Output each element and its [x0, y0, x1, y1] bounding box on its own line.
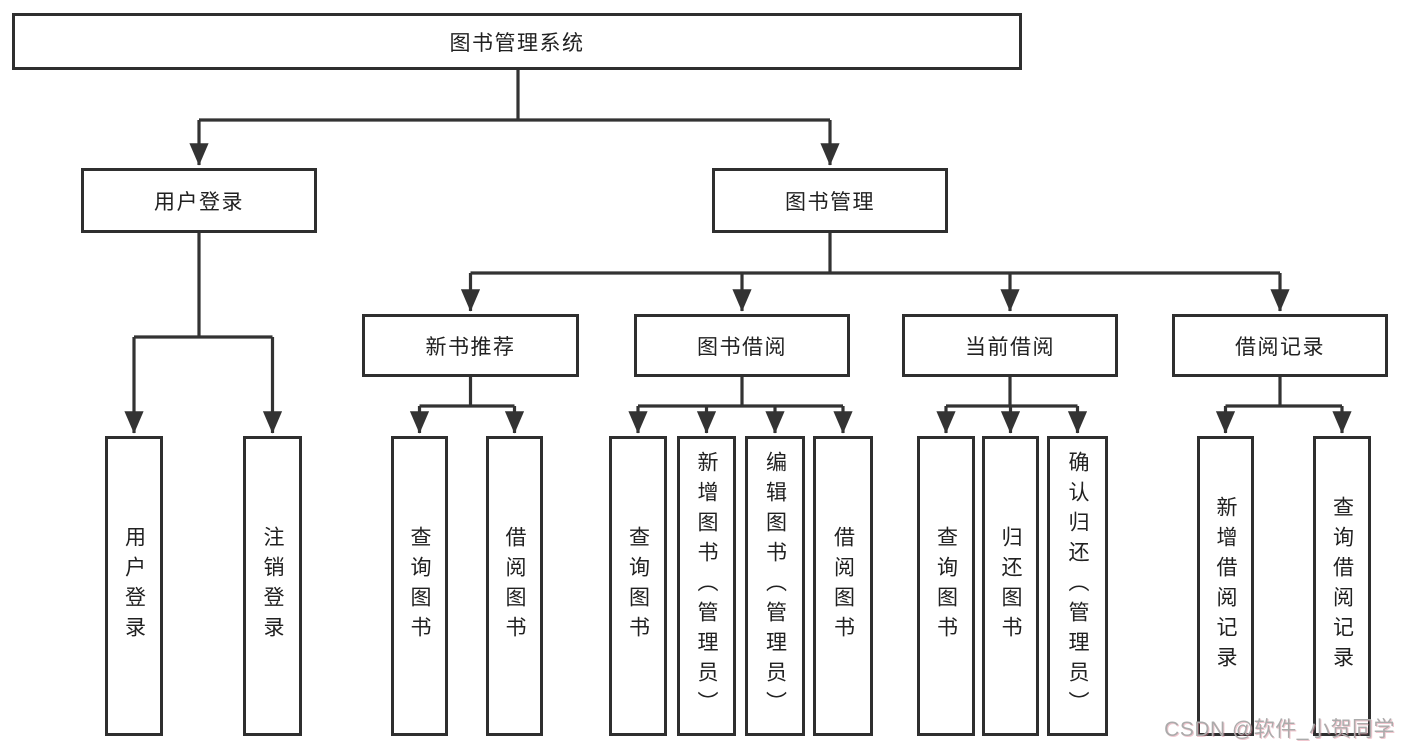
node-leaf-current-return: 归还图书 — [982, 436, 1039, 736]
node-borrow-records-label: 借阅记录 — [1235, 335, 1325, 359]
node-leaf-login: 用户登录 — [105, 436, 163, 736]
node-leaf-record-add-label: 新增借阅记录 — [1214, 496, 1237, 676]
trunk-borrow-record-bus — [1225, 377, 1342, 408]
node-leaf-current-confirm-label: 确认归还（管理员） — [1066, 451, 1089, 721]
node-leaf-borrow-add: 新增图书（管理员） — [677, 436, 736, 736]
trunk-new-book-bus — [419, 377, 515, 408]
trunk-book-mgmt-bus — [470, 233, 1280, 275]
node-borrow-records: 借阅记录 — [1172, 314, 1388, 377]
node-leaf-borrow-edit-label: 编辑图书（管理员） — [763, 451, 787, 721]
node-leaf-current-return-label: 归还图书 — [999, 526, 1022, 646]
node-leaf-record-add: 新增借阅记录 — [1197, 436, 1254, 736]
node-user-login-label: 用户登录 — [154, 190, 244, 214]
trunk-book-borrow-bus — [638, 377, 843, 408]
node-leaf-newbook-query-label: 查询图书 — [408, 526, 431, 646]
node-book-borrow-label: 图书借阅 — [697, 335, 787, 359]
node-leaf-borrow-query-label: 查询图书 — [626, 526, 650, 646]
trunk-user-login-bus — [134, 233, 273, 339]
node-leaf-borrow-query: 查询图书 — [609, 436, 667, 736]
node-root-label: 图书管理系统 — [449, 31, 585, 55]
node-leaf-record-query: 查询借阅记录 — [1313, 436, 1371, 736]
node-leaf-newbook-borrow-label: 借阅图书 — [503, 526, 526, 646]
node-leaf-logout: 注销登录 — [243, 436, 302, 736]
trunk-root-to-level1-bus — [199, 69, 830, 122]
node-new-book-recommend-label: 新书推荐 — [425, 335, 516, 359]
node-book-borrow: 图书借阅 — [634, 314, 850, 377]
node-leaf-logout-label: 注销登录 — [261, 526, 284, 646]
node-leaf-borrow-add-label: 新增图书（管理员） — [695, 451, 718, 721]
node-user-login: 用户登录 — [81, 168, 317, 233]
node-leaf-borrow-edit: 编辑图书（管理员） — [745, 436, 805, 736]
node-current-borrow: 当前借阅 — [902, 314, 1118, 377]
node-book-mgmt-label: 图书管理 — [785, 190, 875, 214]
node-leaf-newbook-borrow: 借阅图书 — [486, 436, 543, 736]
node-leaf-record-query-label: 查询借阅记录 — [1330, 496, 1354, 676]
node-leaf-current-query-label: 查询图书 — [934, 526, 958, 646]
trunk-current-borrow-bus — [946, 377, 1078, 408]
node-leaf-login-label: 用户登录 — [122, 526, 146, 646]
node-leaf-borrow-borrow-label: 借阅图书 — [831, 526, 855, 646]
node-leaf-borrow-borrow: 借阅图书 — [813, 436, 873, 736]
node-leaf-current-query: 查询图书 — [917, 436, 975, 736]
node-current-borrow-label: 当前借阅 — [965, 335, 1055, 359]
node-book-mgmt: 图书管理 — [712, 168, 948, 233]
node-root: 图书管理系统 — [12, 13, 1022, 70]
node-leaf-current-confirm: 确认归还（管理员） — [1047, 436, 1108, 736]
node-new-book-recommend: 新书推荐 — [362, 314, 579, 377]
node-leaf-newbook-query: 查询图书 — [391, 436, 448, 736]
csdn-watermark: CSDN @软件_小贺同学 — [1164, 718, 1395, 741]
